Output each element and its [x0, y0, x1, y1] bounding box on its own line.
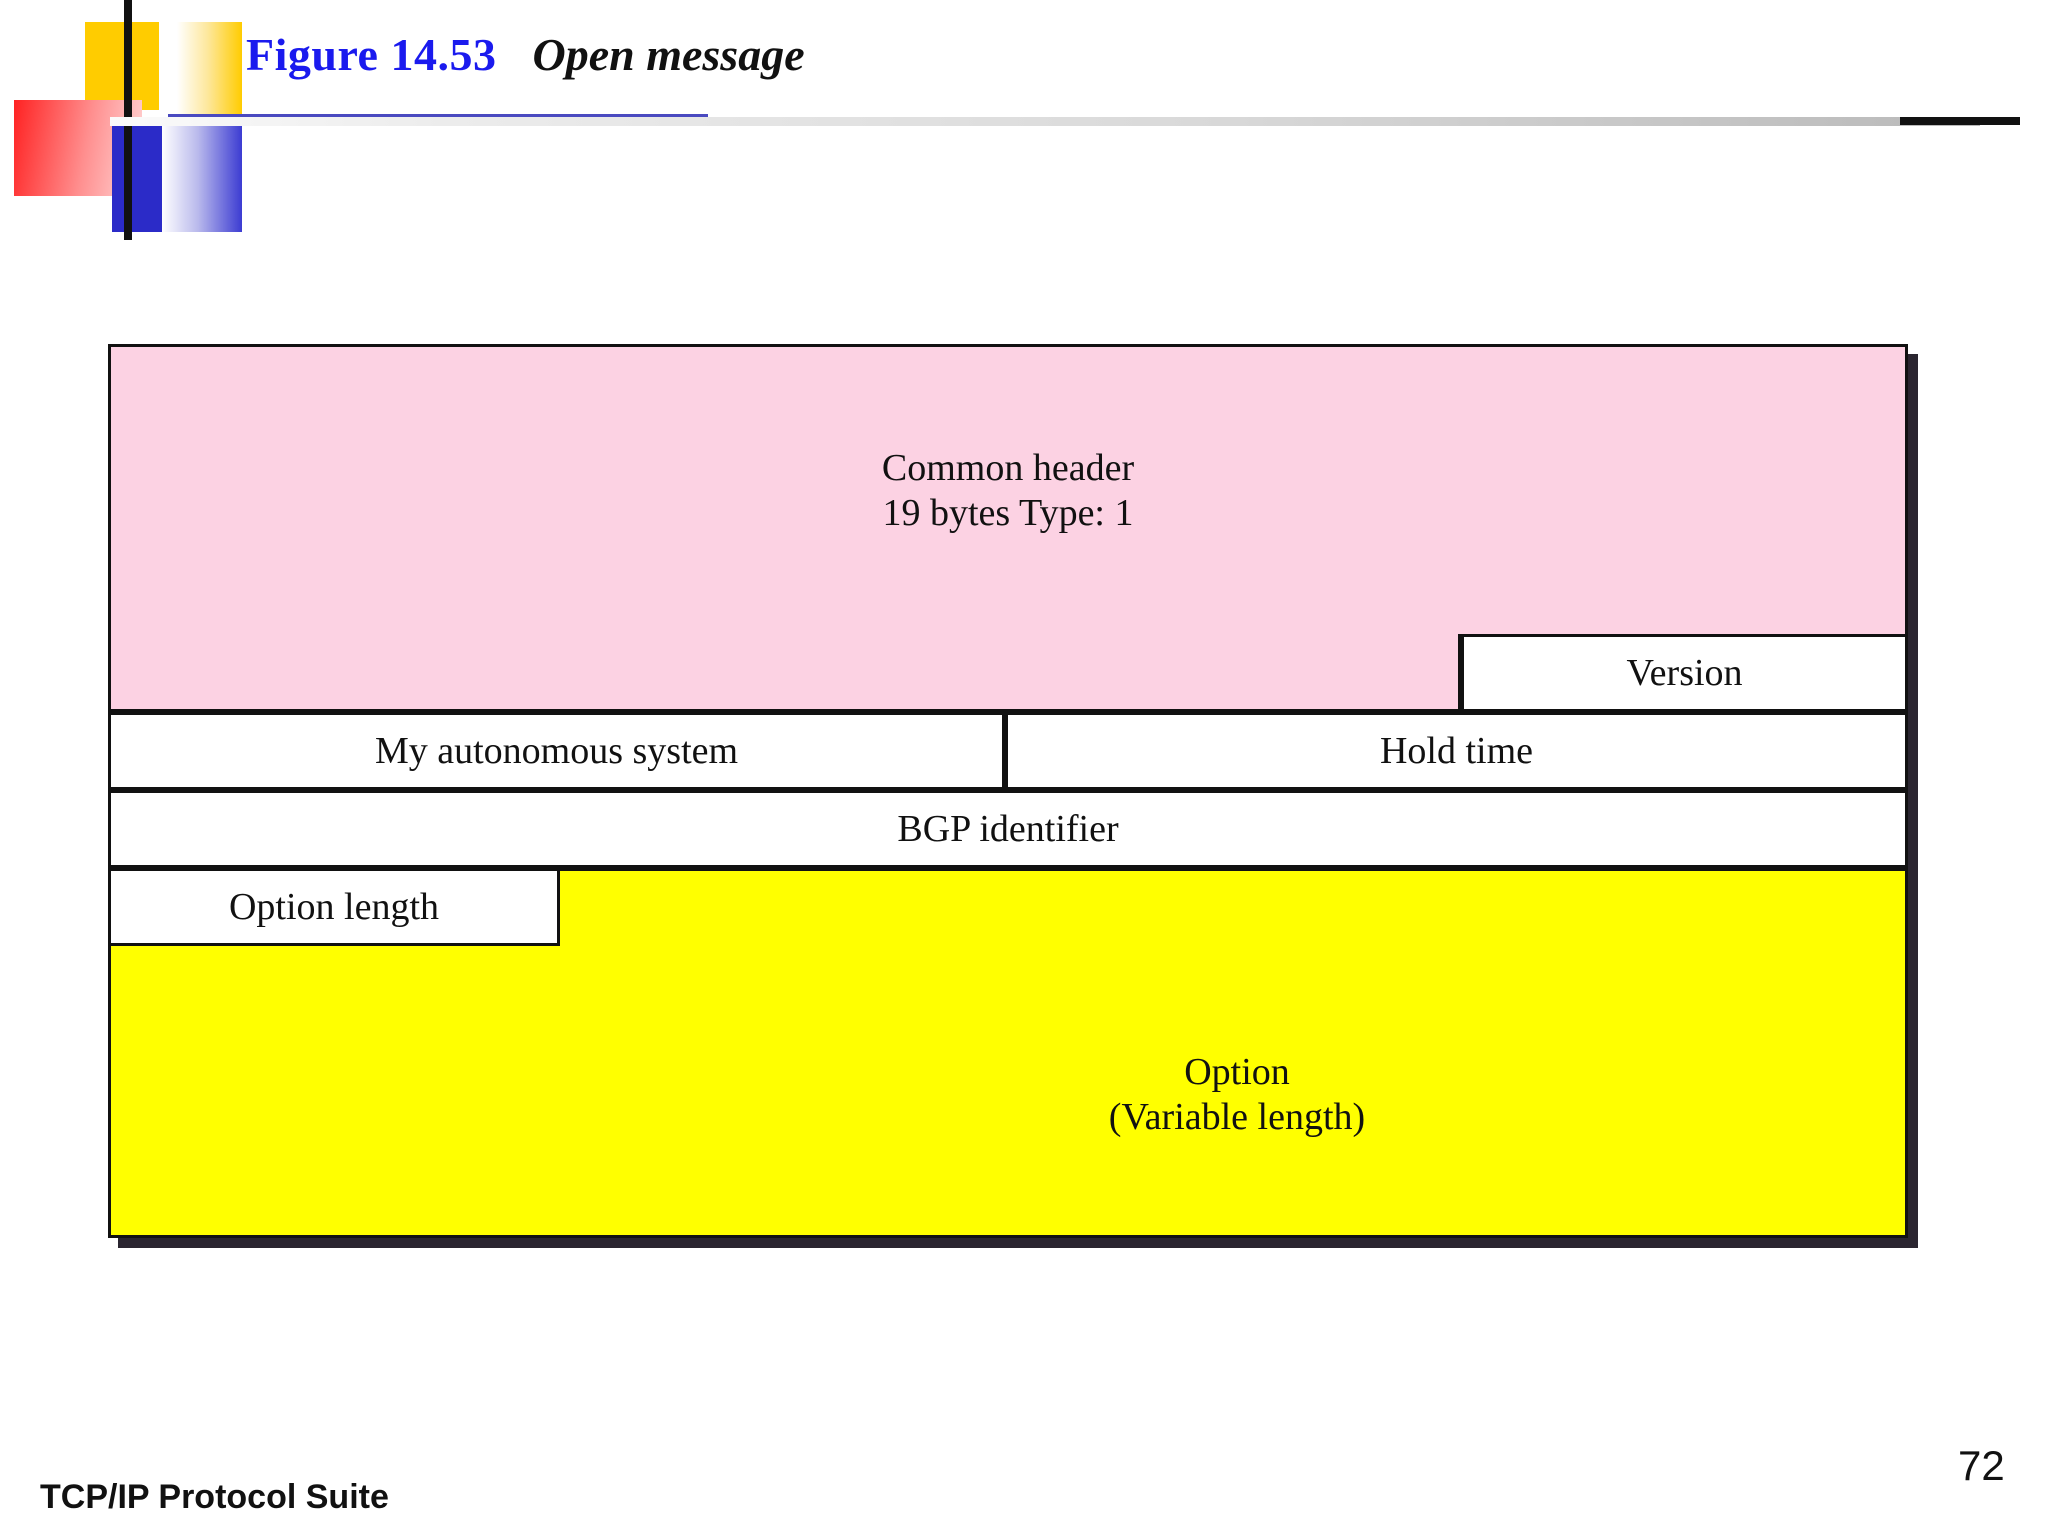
footer-book-title: TCP/IP Protocol Suite	[40, 1478, 389, 1516]
decoration-blue-gradient-bar-icon	[162, 122, 242, 232]
field-option-length-label: Option length	[228, 885, 440, 928]
field-my-autonomous-system: My autonomous system	[108, 712, 1005, 790]
field-common-header-line2: 19 bytes Type: 1	[882, 491, 1134, 534]
field-option-line1: Option	[1184, 1051, 1290, 1094]
field-common-header-extension	[108, 634, 1461, 712]
figure-number: Figure 14.53	[246, 29, 497, 80]
page-number: 72	[1958, 1442, 2005, 1489]
bgp-open-message-diagram: Common header 19 bytes Type: 1 Version M…	[108, 344, 1918, 1248]
decoration-horizontal-rule-end	[1900, 117, 2020, 125]
field-option-line2: (Variable length)	[1108, 1096, 1366, 1138]
field-common-header: Common header 19 bytes Type: 1	[108, 344, 1908, 634]
field-bgp-identifier: BGP identifier	[108, 790, 1908, 868]
page-title: Figure 14.53 Open message	[246, 24, 805, 86]
field-hold-time: Hold time	[1005, 712, 1908, 790]
field-bgp-identifier-label: BGP identifier	[897, 807, 1119, 850]
field-common-header-line1: Common header	[881, 446, 1135, 489]
field-version: Version	[1461, 634, 1908, 712]
decoration-horizontal-rule	[110, 117, 1980, 126]
diagram-body: Common header 19 bytes Type: 1 Version M…	[108, 344, 1908, 1238]
field-version-label: Version	[1626, 651, 1743, 694]
field-hold-time-label: Hold time	[1379, 729, 1534, 772]
decoration-yellow-square-icon	[85, 22, 159, 110]
field-option-length: Option length	[108, 868, 560, 946]
header-decoration	[0, 0, 2048, 240]
figure-name: Open message	[532, 29, 805, 80]
decoration-thin-blue-rule	[168, 114, 708, 117]
field-my-autonomous-system-label: My autonomous system	[374, 729, 739, 772]
decoration-yellow-gradient-bar-icon	[177, 22, 242, 117]
field-option-label-group: Option (Variable length)	[563, 949, 1911, 1241]
